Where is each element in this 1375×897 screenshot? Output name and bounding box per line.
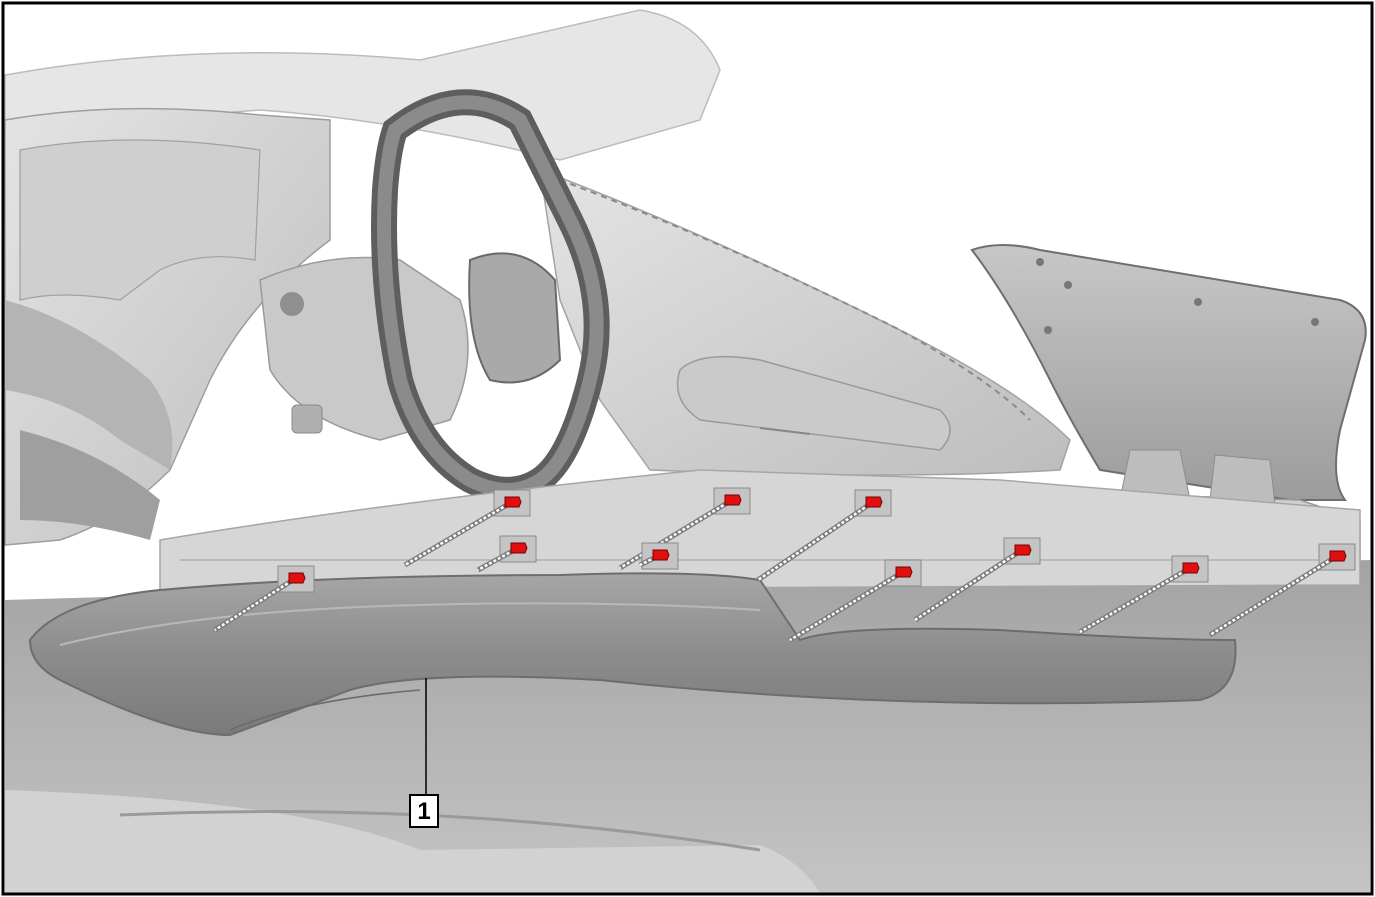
retainer-clip-icon	[504, 496, 522, 508]
fastener-guide-line-inner	[757, 500, 874, 582]
callout-box-icon	[409, 794, 439, 828]
switch-icon	[291, 404, 323, 434]
ignition-knob-icon	[280, 292, 304, 316]
fastener-guide-line-inner	[619, 498, 733, 570]
instrument-cluster-hood	[19, 139, 261, 301]
fastener-guide-line-inner	[1079, 566, 1191, 634]
lid-hinge-right	[1209, 454, 1276, 506]
retainer-clip-icon	[895, 566, 913, 578]
trim-panel-highlight	[59, 602, 761, 646]
fastener-guide-line-inner	[639, 553, 661, 567]
lid-fastener-icon	[1036, 258, 1044, 266]
lower-contour-line	[119, 810, 761, 852]
upper-dash-shell	[4, 9, 721, 161]
fastener-guide-line-inner	[404, 500, 513, 567]
fastener-guide-line-inner	[914, 548, 1023, 622]
callout-label: 1	[417, 798, 430, 825]
passenger-airbag-panel	[676, 355, 951, 451]
retainer-clip-icon	[865, 496, 883, 508]
retainer-clip-icon	[288, 572, 306, 584]
lid-fastener-icon	[1194, 298, 1202, 306]
lid-fastener-icon	[1311, 318, 1319, 326]
left-vent-area	[5, 300, 173, 470]
retainer-clip-icon	[1329, 550, 1347, 562]
lower-console-edge	[5, 790, 820, 893]
fastener-guide-line-inner	[214, 576, 297, 632]
trim-panel-lower-edge	[229, 689, 421, 731]
retainer-clip-icon	[1014, 544, 1032, 556]
retainer-clip-icon	[1182, 562, 1200, 574]
retainer-clips	[213, 487, 1356, 643]
steering-wheel-icon	[371, 89, 610, 503]
left-lower-dash	[20, 430, 160, 540]
lid-fastener-icon	[1064, 281, 1072, 289]
airbag-label-mark	[759, 427, 811, 435]
fastener-guide-line	[1208, 553, 1339, 638]
dash-seam-stitch	[559, 179, 1031, 421]
armrest-lid	[970, 244, 1367, 501]
retainer-clip-icon	[652, 549, 670, 561]
lid-fastener-icon	[1044, 326, 1052, 334]
console-trim-panel	[28, 572, 1237, 737]
retainer-clip-icon	[510, 542, 528, 554]
retainer-clip-icon	[724, 494, 742, 506]
fastener-guide-line-inner	[789, 570, 904, 642]
